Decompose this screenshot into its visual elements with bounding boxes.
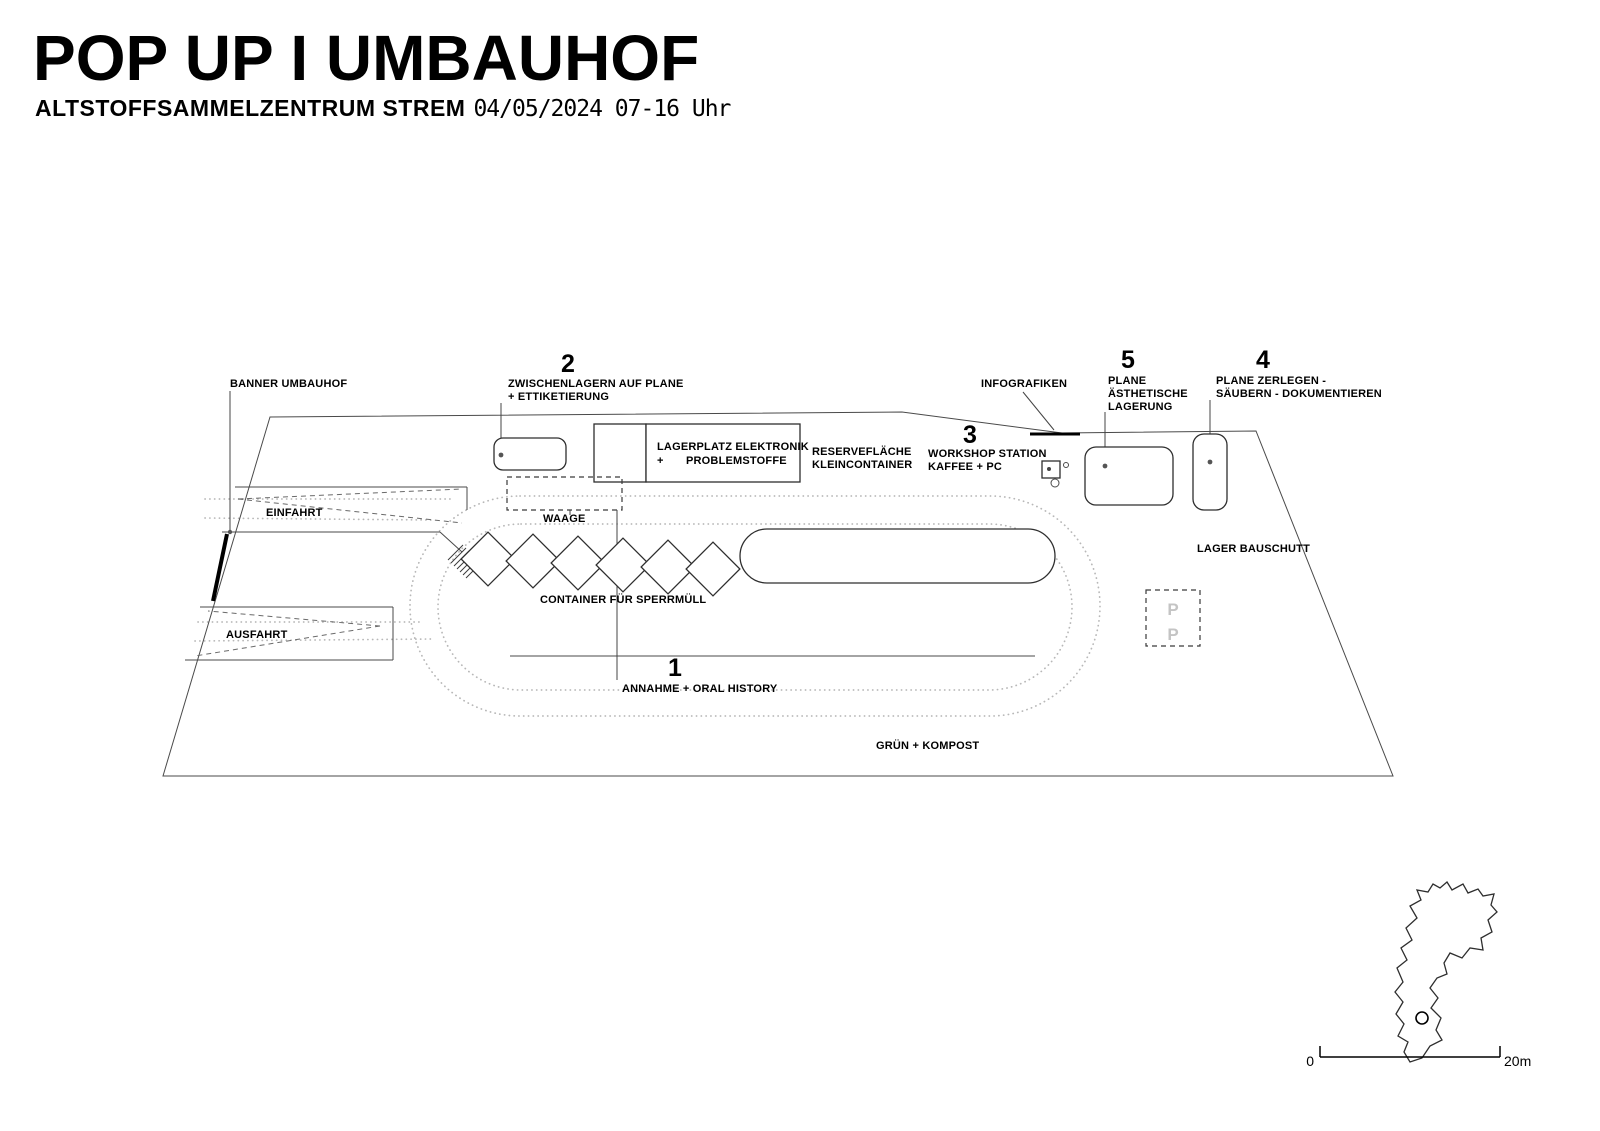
station-plane-lagerung <box>1084 412 1174 506</box>
marker5-label-line3: LAGERUNG <box>1108 401 1173 413</box>
workshop-station-square <box>1041 460 1061 479</box>
ausfahrt-label: AUSFAHRT <box>226 629 288 641</box>
marker1-number: 1 <box>668 654 682 682</box>
marker2-label-line2: + ETTIKETIERUNG <box>508 391 609 403</box>
gruen-kompost-label: GRÜN + KOMPOST <box>876 739 979 752</box>
large-container-pill <box>739 528 1056 584</box>
marker5-box <box>1084 446 1174 506</box>
location-map <box>1394 881 1498 1063</box>
marker2-dot <box>498 452 504 458</box>
sperrmuell-container <box>685 541 741 597</box>
sperrmuell-container <box>460 531 516 587</box>
sperrmuell-container <box>505 533 561 589</box>
station-zwischenlagern <box>493 403 567 471</box>
marker3-label-line2: KAFFEE + PC <box>928 461 1002 473</box>
sperrmuell-containers <box>460 531 741 597</box>
banner-label: BANNER UMBAUHOF <box>230 378 347 390</box>
container-sperrmuell-label: CONTAINER FÜR SPERRMÜLL <box>540 593 706 606</box>
ausfahrt-sight-line-1 <box>207 610 381 627</box>
marker5-dot <box>1102 463 1108 469</box>
elektronik-box-small <box>593 423 647 483</box>
circulation-loop-outer <box>409 495 1101 717</box>
page-title: POP UP I UMBAUHOF <box>33 22 700 94</box>
marker5-label-line2: ÄSTHETISCHE <box>1108 387 1188 400</box>
infografiken-leader <box>1022 391 1055 431</box>
workshop-station-dot <box>1047 467 1051 471</box>
workshop-station-circle <box>1050 478 1060 488</box>
einfahrt-road-diagonal <box>439 531 463 553</box>
subtitle-location: ALTSTOFFSAMMELZENTRUM STREM <box>35 95 466 121</box>
waage-area <box>506 476 623 680</box>
scale-bar: 0 20m <box>1306 1046 1531 1069</box>
roads <box>185 486 1035 661</box>
waage-box <box>506 476 623 511</box>
site-boundary <box>162 411 1394 777</box>
reserveflaeche-label-line1: RESERVEFLÄCHE <box>812 445 912 458</box>
workshop-station <box>1041 460 1069 488</box>
lagerplatz-label-line2: PROBLEMSTOFFE <box>686 455 787 467</box>
lagerplatz-plus: + <box>657 455 664 467</box>
infografiken-display <box>1022 391 1080 436</box>
elektronik-box <box>645 423 801 483</box>
location-map-marker <box>1415 1011 1429 1025</box>
marker2-number: 2 <box>561 350 575 378</box>
lagerplatz-elektronik <box>593 423 801 483</box>
marker2-box <box>493 437 567 471</box>
marker4-label-line2: SÄUBERN - DOKUMENTIEREN <box>1216 387 1382 400</box>
infografiken-label: INFOGRAFIKEN <box>981 378 1067 390</box>
scale-bar-zero-label: 0 <box>1306 1053 1314 1069</box>
page-subtitle: ALTSTOFFSAMMELZENTRUM STREM 04/05/2024 07… <box>35 95 731 122</box>
marker1-label: ANNAHME + ORAL HISTORY <box>622 683 778 695</box>
reserveflaeche-label-line2: KLEINCONTAINER <box>812 459 912 471</box>
parking-p-label: P <box>1167 600 1178 619</box>
marker3-number: 3 <box>963 421 977 449</box>
einfahrt-label: EINFAHRT <box>266 507 323 519</box>
marker5-label-line1: PLANE <box>1108 375 1146 387</box>
marker3-label-line1: WORKSHOP STATION <box>928 448 1047 460</box>
hatch-line <box>450 547 467 564</box>
banner-dot <box>227 529 233 535</box>
lagerplatz-label-line1: LAGERPLATZ ELEKTRONIK <box>657 441 809 453</box>
parking-p-label: P <box>1167 625 1178 644</box>
workshop-station-small-circle <box>1063 462 1069 468</box>
einfahrt-sight-line-2 <box>237 498 463 524</box>
sperrmuell-container <box>595 537 651 593</box>
entrance-dotted-line-2 <box>204 517 433 521</box>
sight-lines <box>194 488 463 657</box>
hatch-line <box>447 544 464 561</box>
waage-label: WAAGE <box>543 513 586 525</box>
station-plane-zerlegen <box>1192 400 1228 511</box>
plan-header: POP UP I UMBAUHOF ALTSTOFFSAMMELZENTRUM … <box>33 22 731 122</box>
marker4-dot <box>1207 459 1213 465</box>
banner-line <box>211 533 229 602</box>
sperrmuell-container <box>640 539 696 595</box>
parking-area: P P <box>1145 589 1201 647</box>
marker4-label-line1: PLANE ZERLEGEN - <box>1216 375 1326 387</box>
parking-box <box>1145 589 1201 647</box>
location-map-outline <box>1394 881 1498 1063</box>
marker2-label-line1: ZWISCHENLAGERN AUF PLANE <box>508 378 684 390</box>
plan-labels: BANNER UMBAUHOF 2 ZWISCHENLAGERN AUF PLA… <box>226 346 1382 752</box>
sperrmuell-container <box>550 535 606 591</box>
marker4-number: 4 <box>1256 346 1270 374</box>
ausfahrt-sight-line-2 <box>194 625 381 657</box>
scale-bar-max-label: 20m <box>1504 1053 1531 1069</box>
einfahrt-sight-line-1 <box>237 488 463 500</box>
lager-bauschutt-label: LAGER BAUSCHUTT <box>1197 543 1310 555</box>
marker5-number: 5 <box>1121 346 1135 374</box>
banner-umbauhof <box>211 391 233 602</box>
subtitle-datetime: 04/05/2024 07-16 Uhr <box>473 96 731 122</box>
marker4-box <box>1192 433 1228 511</box>
